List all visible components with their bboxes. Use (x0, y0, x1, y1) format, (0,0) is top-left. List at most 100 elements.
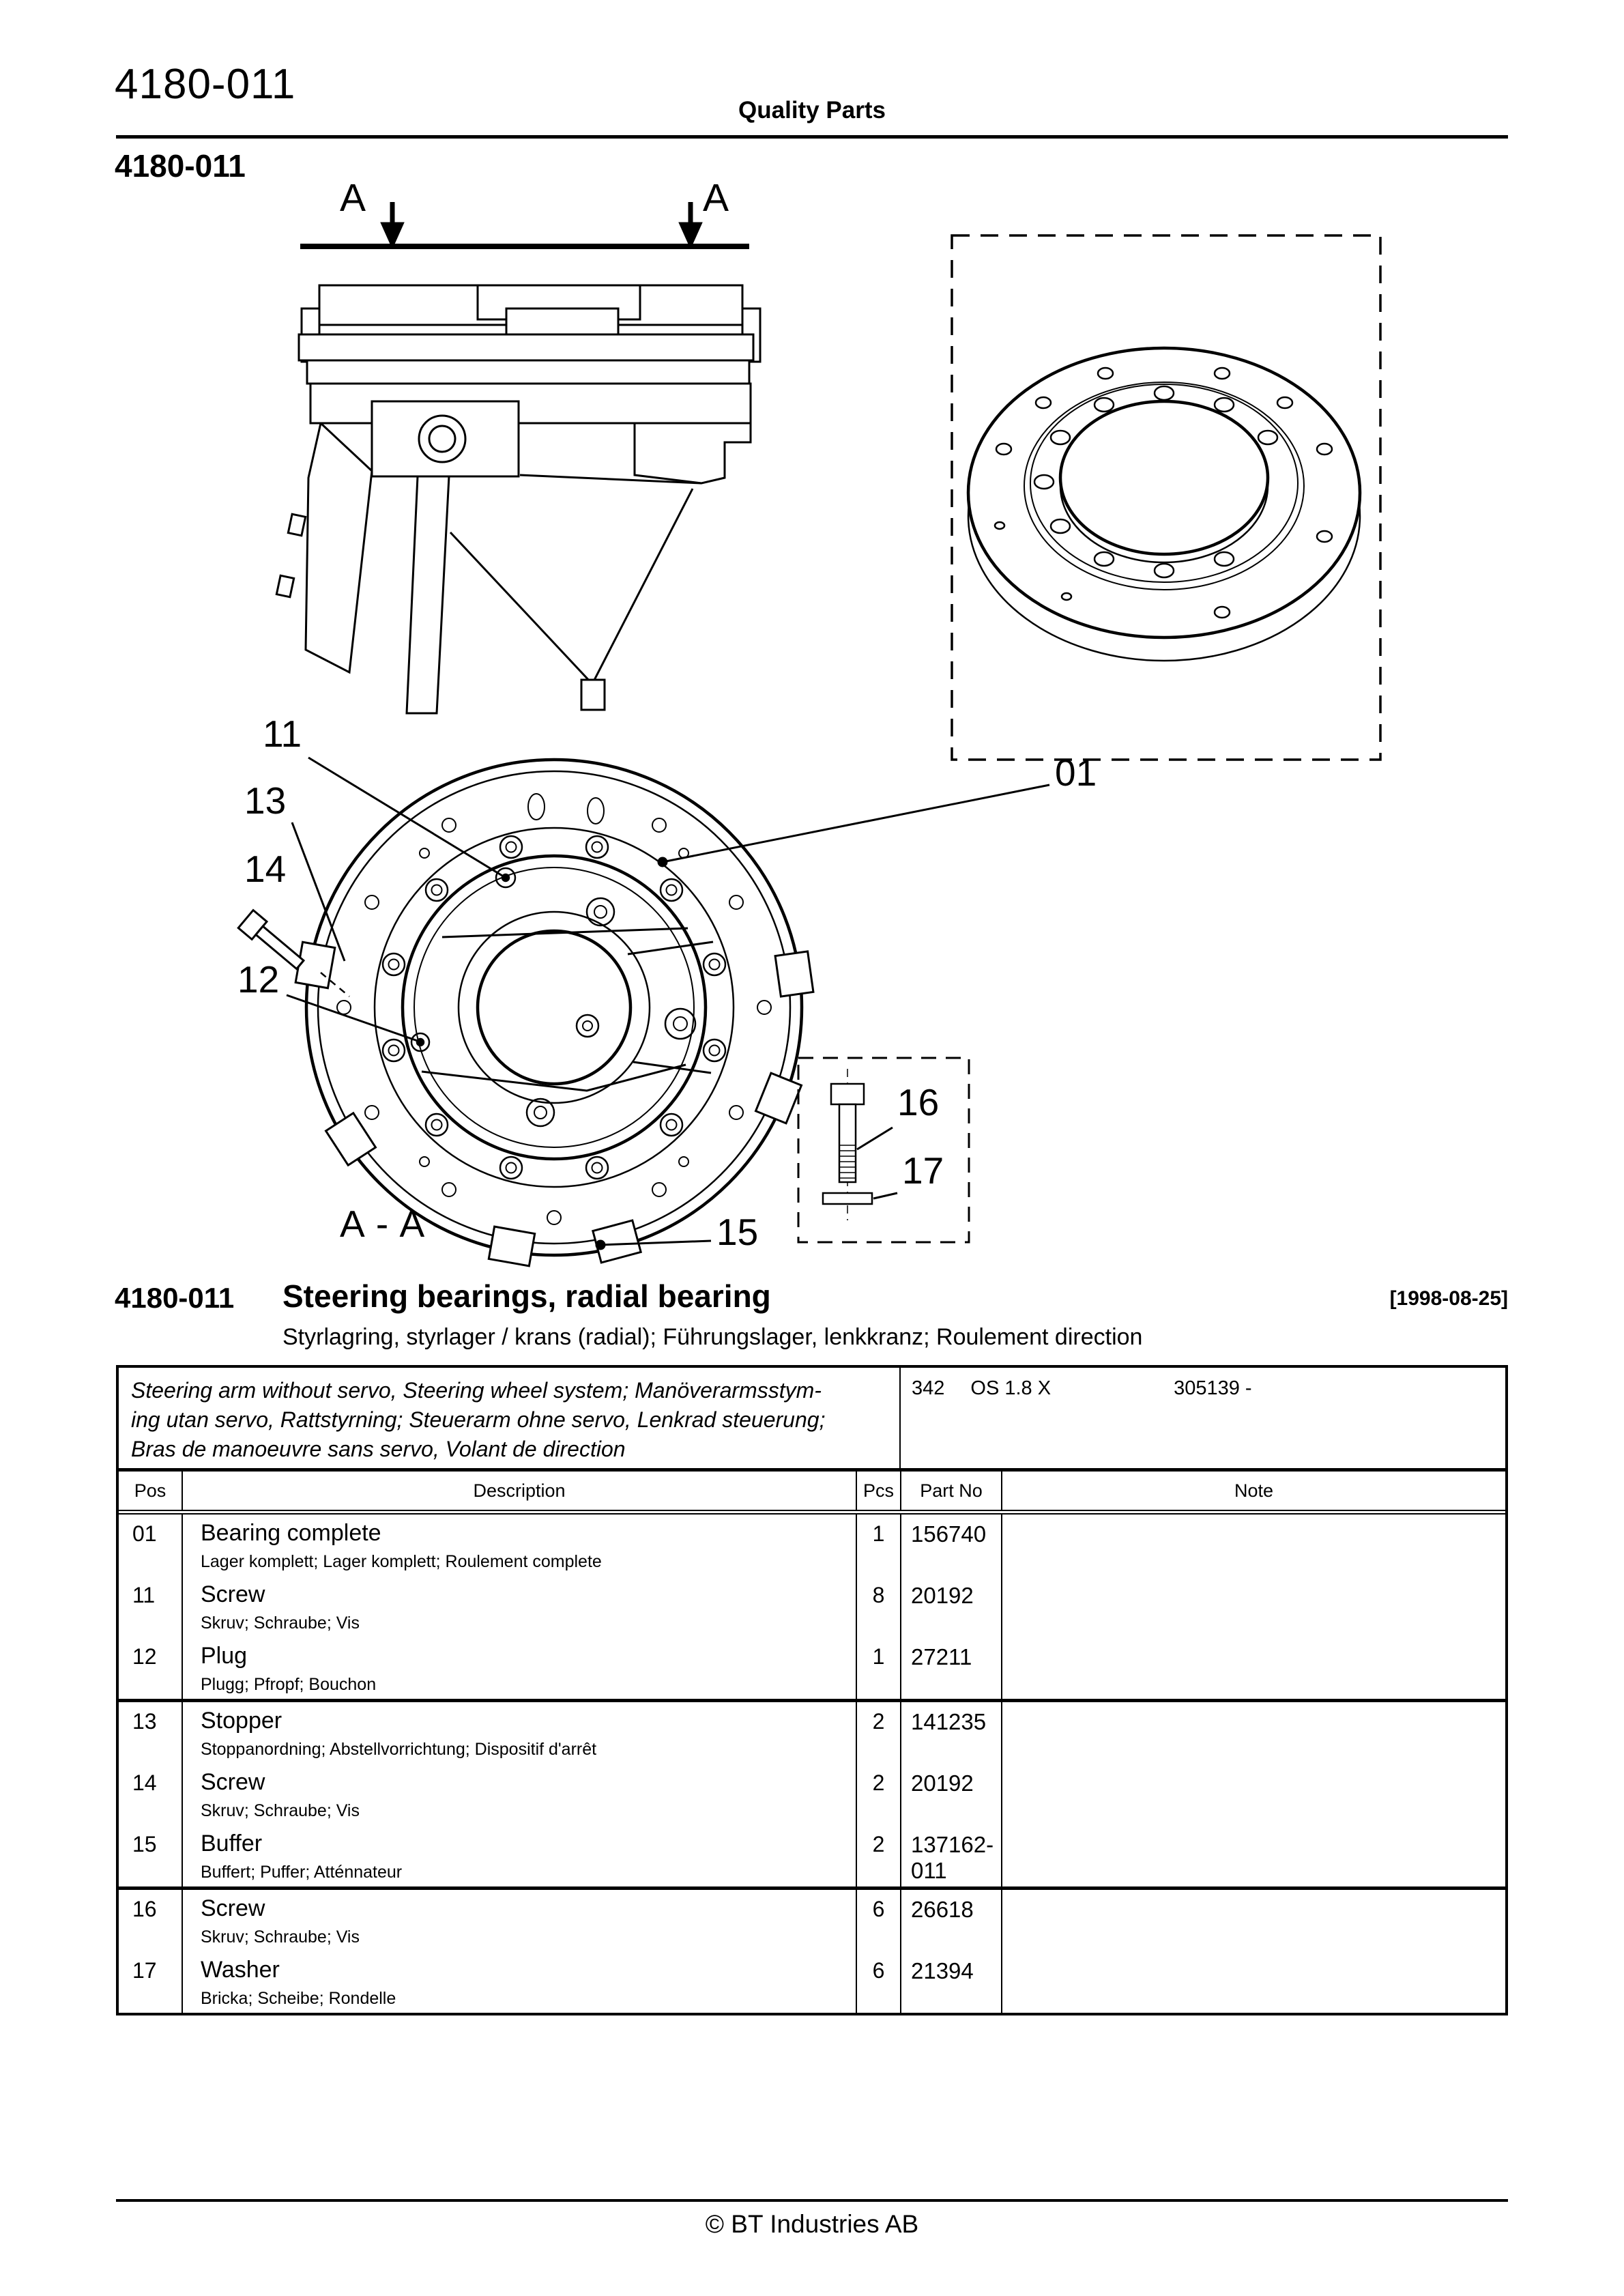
cell-pos: 15 (132, 1832, 157, 1856)
variant-description-line1: Steering arm without servo, Steering whe… (131, 1378, 822, 1403)
cell-note (1001, 1825, 1505, 1889)
table-row: 13 Stopper Stoppanordning; Abstellvorric… (119, 1699, 1505, 1764)
column-header-description: Description (182, 1472, 856, 1515)
callout-11: 11 (263, 713, 302, 755)
variant-description-line3: Bras de manoeuvre sans servo, Volant de … (131, 1437, 626, 1461)
part-translations: Bricka; Scheibe; Rondelle (201, 1989, 396, 2008)
bearing-reference-box (951, 234, 1382, 761)
cell-description: Screw Skruv; Schraube; Vis (182, 1576, 856, 1637)
cell-partno: 137162-011 (900, 1825, 1002, 1889)
cell-pos: 12 (132, 1644, 157, 1669)
part-translations: Lager komplett; Lager komplett; Roulemen… (201, 1552, 602, 1571)
part-translations: Stoppanordning; Abstellvorrichtung; Disp… (201, 1740, 597, 1759)
part-translations: Skruv; Schraube; Vis (201, 1801, 360, 1820)
cell-partno: 21394 (900, 1951, 1002, 2013)
part-description: Washer (201, 1957, 280, 1983)
section-arrows (300, 202, 749, 250)
cell-pcs: 8 (856, 1576, 901, 1637)
cell-partno: 20192 (900, 1576, 1002, 1637)
cell-pos: 14 (132, 1770, 157, 1795)
cell-description: Screw Skruv; Schraube; Vis (182, 1886, 856, 1951)
part-translations: Skruv; Schraube; Vis (201, 1613, 360, 1633)
table-row: 16 Screw Skruv; Schraube; Vis 6 26618 (119, 1886, 1505, 1951)
table-row: 01 Bearing complete Lager komplett; Lage… (119, 1512, 1505, 1576)
cell-pcs: 1 (856, 1637, 901, 1701)
cell-note (1001, 1886, 1505, 1951)
cell-note (1001, 1951, 1505, 2013)
cell-pos: 16 (119, 1886, 182, 1951)
footer-rule (116, 2199, 1508, 2202)
callout-16: 16 (897, 1081, 940, 1123)
page-subtitle: Styrlagring, styrlager / krans (radial);… (282, 1324, 1143, 1350)
header-rule (116, 135, 1508, 139)
callout-14: 14 (244, 848, 287, 890)
cell-partno: 141235 (900, 1699, 1002, 1764)
cell-pos: 01 (132, 1521, 157, 1546)
part-description: Plug (201, 1643, 248, 1669)
column-header-pos: Pos (119, 1472, 182, 1515)
fastener-detail-box (797, 1057, 970, 1244)
section-code: 4180-011 (115, 148, 246, 184)
variant-model-cell: 342 OS 1.8 X 305139 - (901, 1368, 1505, 1468)
callout-12: 12 (237, 958, 280, 1001)
title-code: 4180-011 (115, 1282, 235, 1314)
table-header-row: Pos Description Pcs Part No Note (119, 1472, 1505, 1515)
bolt-leader (320, 972, 350, 997)
callout-13: 13 (244, 779, 287, 822)
bolt-icon (237, 908, 306, 971)
part-description: Screw (201, 1895, 265, 1921)
cell-partno: 26618 (900, 1886, 1002, 1951)
parts-table-box: Steering arm without servo, Steering whe… (116, 1365, 1508, 2015)
cell-pcs: 1 (856, 1512, 901, 1576)
cell-partno: 27211 (900, 1637, 1002, 1701)
part-translations: Buffert; Puffer; Atténnateur (201, 1863, 403, 1882)
cell-pcs: 2 (856, 1699, 901, 1764)
cell-description: Screw Skruv; Schraube; Vis (182, 1764, 856, 1825)
cell-note (1001, 1764, 1505, 1825)
revision-date: [1998-08-25] (1389, 1287, 1508, 1310)
bearing-ring-drawing (966, 346, 1362, 662)
page-title: Steering bearings, radial bearing (282, 1278, 771, 1314)
cell-note (1001, 1637, 1505, 1701)
cell-description: Bearing complete Lager komplett; Lager k… (182, 1512, 856, 1576)
brand-title: Quality Parts (738, 97, 886, 124)
variant-model-type: OS 1.8 X (970, 1377, 1052, 1399)
cell-pcs: 2 (856, 1764, 901, 1825)
part-description: Bearing complete (201, 1520, 381, 1546)
cell-pcs: 2 (856, 1825, 901, 1889)
parts-table: Pos Description Pcs Part No Note 01 Bear… (119, 1472, 1505, 2013)
variant-model-code: 342 (912, 1377, 945, 1399)
cell-partno: 156740 (900, 1512, 1002, 1576)
side-view-drawing (275, 284, 762, 715)
section-marker-right: A (703, 176, 729, 220)
part-description: Screw (201, 1769, 265, 1795)
table-row: 11 Screw Skruv; Schraube; Vis 8 20192 (119, 1576, 1505, 1637)
variant-description: Steering arm without servo, Steering whe… (119, 1368, 901, 1468)
section-marker-left: A (340, 176, 366, 220)
table-row: 14 Screw Skruv; Schraube; Vis 2 20192 (119, 1764, 1505, 1825)
callout-17: 17 (902, 1149, 944, 1192)
footer-copyright: © BT Industries AB (705, 2210, 919, 2238)
variant-header: Steering arm without servo, Steering whe… (119, 1368, 1505, 1472)
cell-description: Buffer Buffert; Puffer; Atténnateur (182, 1825, 856, 1889)
cell-note (1001, 1576, 1505, 1637)
cell-pcs: 6 (856, 1951, 901, 2013)
table-row: 12 Plug Plugg; Pfropf; Bouchon 1 27211 (119, 1637, 1505, 1701)
table-row: 15 Buffer Buffert; Puffer; Atténnateur 2… (119, 1825, 1505, 1889)
part-description: Buffer (201, 1831, 263, 1856)
page-code: 4180-011 (115, 61, 296, 108)
table-row: 17 Washer Bricka; Scheibe; Rondelle 6 21… (119, 1951, 1505, 2013)
variant-description-line2: ing utan servo, Rattstyrning; Steuerarm … (131, 1407, 826, 1432)
part-translations: Skruv; Schraube; Vis (201, 1927, 360, 1947)
washer-icon (822, 1192, 873, 1205)
callout-01: 01 (1055, 751, 1097, 794)
column-header-pcs: Pcs (856, 1472, 901, 1515)
section-view-label: A - A (340, 1203, 426, 1245)
part-translations: Plugg; Pfropf; Bouchon (201, 1675, 377, 1694)
screw-icon (830, 1069, 865, 1220)
cell-pos: 17 (132, 1958, 157, 1983)
variant-serial-range: 305139 - (1174, 1377, 1252, 1399)
column-header-note: Note (1001, 1472, 1505, 1515)
